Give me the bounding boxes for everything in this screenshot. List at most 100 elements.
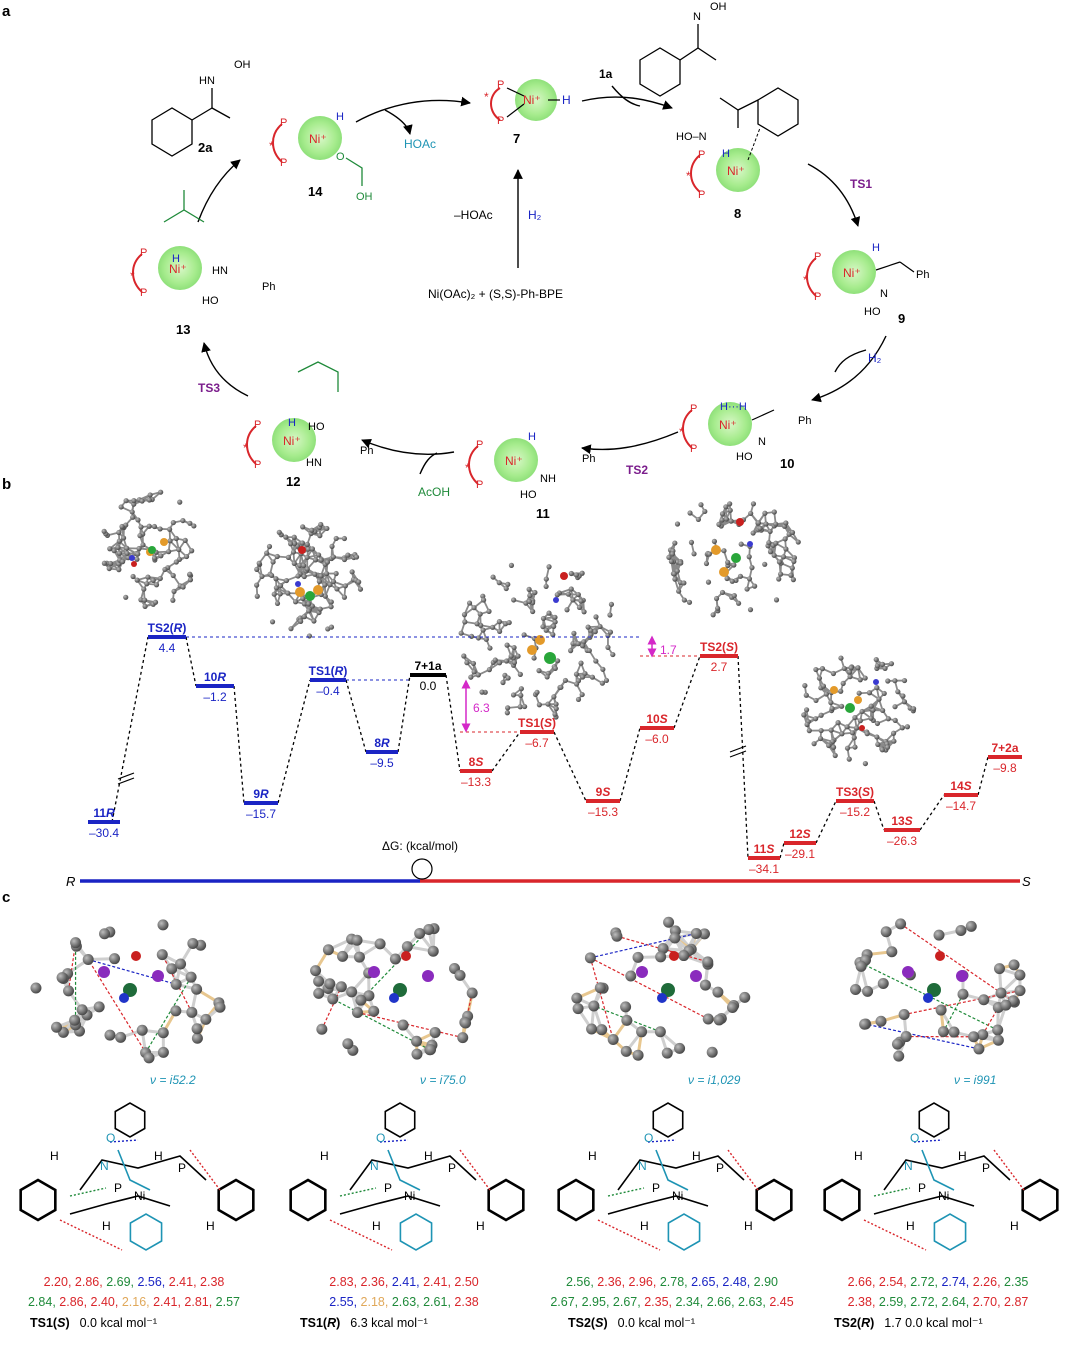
energy-connectors (111, 636, 989, 859)
atom-ni: Ni (404, 1189, 415, 1203)
svg-text:Ni⁺: Ni⁺ (727, 164, 745, 178)
atom-o: O (106, 1131, 115, 1145)
svg-text:H: H (336, 111, 344, 123)
species-11: * P P Ni⁺ H NH HO Ph 11 (465, 431, 595, 521)
atom-o: O (376, 1131, 385, 1145)
level-value-ts1r: –0.4 (316, 684, 340, 698)
level-name-9s: 9S (596, 785, 611, 799)
atom-h: H (476, 1219, 485, 1233)
svg-text:*: * (465, 461, 470, 475)
ts-3d-model-ts1r (310, 923, 478, 1060)
level-value-10s: –6.0 (645, 732, 669, 746)
species-14-number: 14 (308, 184, 323, 199)
ts-frequency-ts2r: ν = i991 (954, 1073, 996, 1087)
svg-text:*: * (484, 90, 489, 104)
svg-text:Ph: Ph (916, 269, 929, 281)
atom-h: H (102, 1219, 111, 1233)
diff-label-6-3: 6.3 (473, 701, 490, 715)
panel-c-label: c (2, 889, 10, 906)
level-value-9r: –15.7 (246, 807, 276, 821)
svg-text:Ni⁺: Ni⁺ (169, 262, 187, 276)
svg-text:HN: HN (306, 457, 322, 469)
svg-text:HO: HO (736, 451, 753, 463)
species-7: * P P Ni⁺ H 7 (484, 79, 571, 146)
level-name-start: 7+1a (414, 659, 441, 673)
svg-text:*: * (679, 425, 684, 439)
svg-text:*: * (686, 169, 691, 183)
ts-3d-model-ts1s (30, 919, 226, 1064)
level-name-10s: 10S (646, 712, 667, 726)
label-ts3: TS3 (198, 381, 220, 395)
atom-p: P (114, 1181, 122, 1195)
distance-value: 2.56, (137, 1275, 168, 1289)
atom-h: H (958, 1149, 967, 1163)
species-10: * P P Ni⁺ H···H Ph N HO 10 (679, 401, 811, 471)
svg-text:HO–N: HO–N (676, 131, 707, 143)
svg-text:P: P (814, 291, 821, 303)
svg-text:HO: HO (520, 489, 537, 501)
distance-value: 2.69, (106, 1275, 137, 1289)
ni-label: Ni⁺ (523, 93, 541, 107)
atom-ni: Ni (938, 1189, 949, 1203)
axis-left-label: R (66, 874, 75, 889)
atom-p: P (178, 1161, 186, 1175)
level-name-ts2r: TS2(R) (148, 621, 187, 635)
distance-value: 2.16, (122, 1295, 153, 1309)
distance-value: 2.72, (910, 1295, 941, 1309)
ts-frequency-ts1r: ν = i75.0 (420, 1073, 466, 1087)
atom-p: P (982, 1161, 990, 1175)
level-name-14s: 14S (950, 779, 971, 793)
level-name-9r: 9R (253, 787, 269, 801)
level-name-11r: 11R (93, 806, 115, 820)
distance-value: 2.55, (329, 1295, 360, 1309)
level-value-12s: –29.1 (785, 847, 815, 861)
ts-2d-drawing-ts2r (823, 1102, 1059, 1251)
species-2a: HN OH 2a (151, 59, 251, 157)
connector-ts2s-11s (737, 655, 749, 859)
atom-h: H (50, 1149, 59, 1163)
species-12: * P P Ni⁺ H HO HN Ph 12 (243, 361, 373, 489)
svg-text:NH: NH (540, 473, 556, 485)
distance-value: 2.54, (879, 1275, 910, 1289)
level-name-8r: 8R (374, 736, 390, 750)
svg-text:Ph: Ph (262, 281, 275, 293)
svg-text:P: P (497, 79, 504, 91)
connector-13s-14s (919, 794, 945, 831)
svg-text:N: N (880, 288, 888, 300)
svg-text:P: P (476, 439, 483, 451)
species-7-number: 7 (513, 131, 520, 146)
species-13: * P P Ni⁺ H HN HO Ph 13 (130, 190, 275, 337)
molecule-render (254, 521, 364, 639)
connector-start-8s (445, 674, 461, 772)
svg-text:N: N (693, 11, 701, 23)
svg-text:HO: HO (308, 421, 325, 433)
distances-row-2-ts2r: 2.38, 2.59, 2.72, 2.64, 2.70, 2.87 (848, 1295, 1029, 1309)
svg-text:P: P (814, 251, 821, 263)
atom-p: P (448, 1161, 456, 1175)
svg-text:P: P (698, 149, 705, 161)
svg-text:*: * (243, 441, 248, 455)
label-h2-right: H₂ (868, 351, 882, 365)
connector-ts1s-9s (553, 731, 587, 802)
level-value-14s: –14.7 (946, 799, 976, 813)
arrow-hoac-release (384, 109, 413, 135)
distance-value: 2.35 (1004, 1275, 1028, 1289)
distance-value: 2.36, (597, 1275, 628, 1289)
ts-energy: 1.7 0.0 kcal mol⁻¹ (884, 1316, 982, 1330)
svg-text:P: P (280, 117, 287, 129)
svg-text:P: P (254, 459, 261, 471)
distance-value: 2.87 (1004, 1295, 1028, 1309)
svg-text:OH: OH (356, 191, 373, 203)
distance-value: 2.86, (59, 1295, 90, 1309)
distances-row-2-ts1s: 2.84, 2.86, 2.40, 2.16, 2.41, 2.81, 2.57 (28, 1295, 240, 1309)
species-9: * P P Ni⁺ H Ph N HO 9 (803, 242, 929, 326)
distance-value: 2.65, (691, 1275, 722, 1289)
cycle-arrows (197, 85, 887, 475)
atom-o: O (644, 1131, 653, 1145)
atom-h: H (906, 1219, 915, 1233)
energy-levels: 11R–30.4TS2(R)4.410R–1.29R–15.7TS1(R)–0.… (88, 621, 1022, 876)
axis-break (729, 745, 747, 753)
species-13-number: 13 (176, 322, 190, 337)
